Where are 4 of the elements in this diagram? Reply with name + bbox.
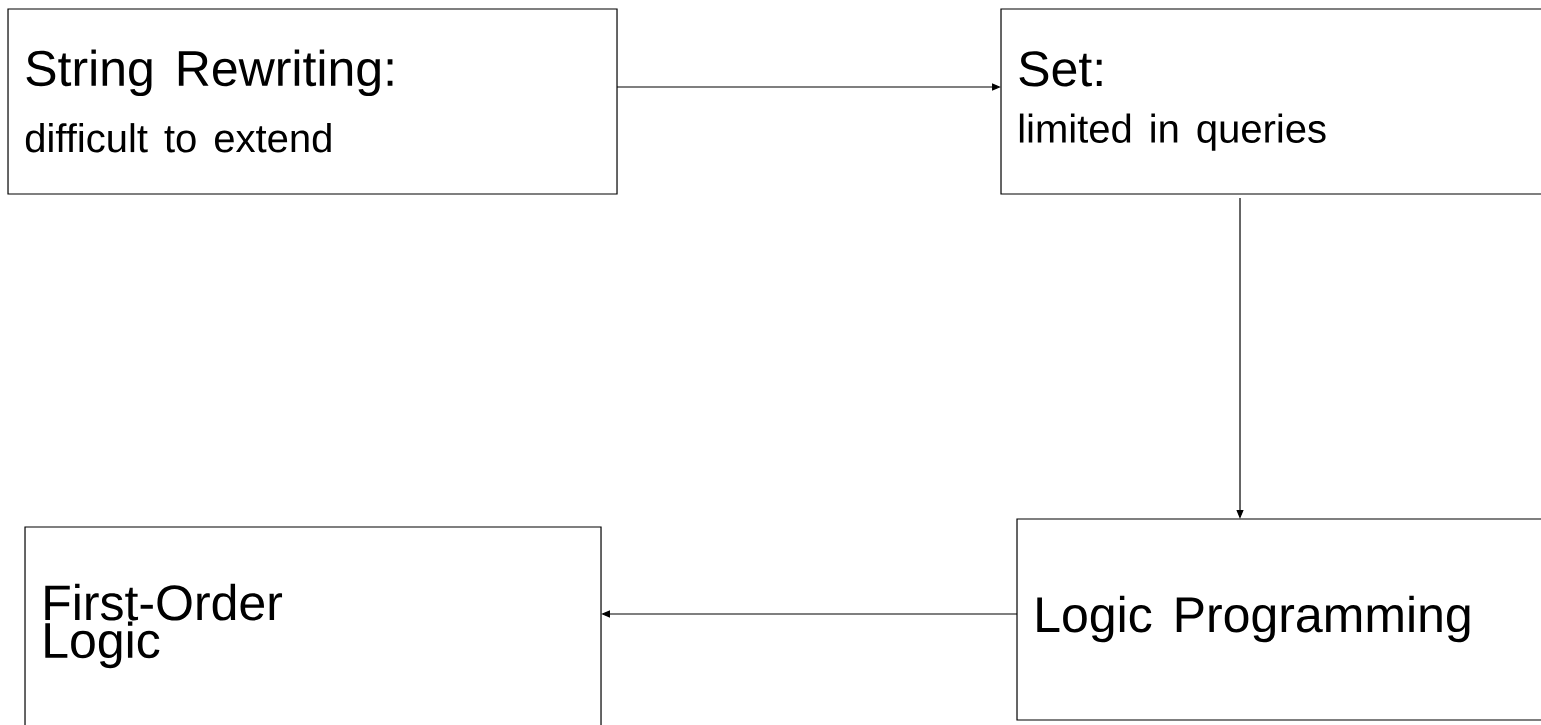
process-box: Logic Programming — [1016, 518, 1541, 721]
process-box: Set: limited in queries — [1000, 8, 1541, 195]
process-box: First-Order Logic — [24, 526, 602, 725]
process-box: String Rewriting: difficult to extend — [7, 8, 618, 195]
